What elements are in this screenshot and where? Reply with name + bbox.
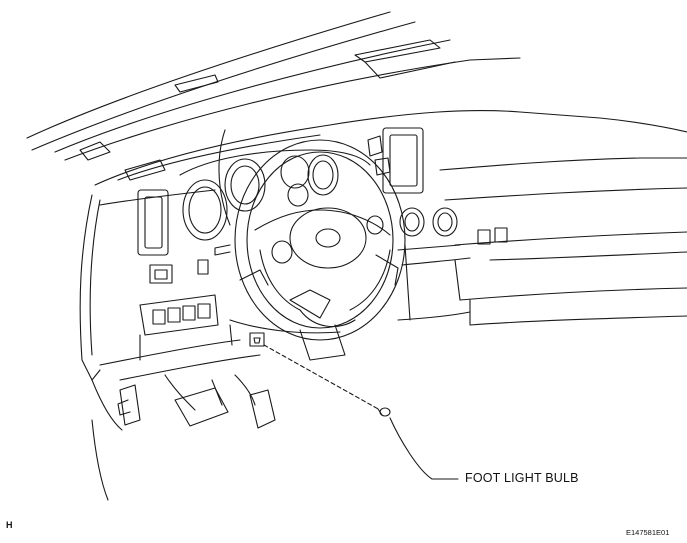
center-stack <box>367 127 508 321</box>
dashboard-body <box>94 109 687 326</box>
instrument-cluster <box>179 149 371 241</box>
foot-light-bulb-icon <box>377 407 391 417</box>
dashboard-top <box>26 11 521 161</box>
foot-light-bulb-label: FOOT LIGHT BULB <box>465 471 579 485</box>
callout-leader-line <box>389 417 459 480</box>
left-pillar <box>79 194 123 501</box>
figure-code: E147581E01 <box>626 528 670 537</box>
leader-dashed-line <box>263 344 381 411</box>
left-vent <box>137 189 173 284</box>
steering-column <box>229 319 346 361</box>
pedals <box>117 374 276 429</box>
left-switch-panel <box>139 259 219 336</box>
foot-light-housing <box>249 332 265 347</box>
corner-mark: H <box>6 520 13 530</box>
steering-wheel <box>214 139 406 341</box>
lower-dash-trim <box>99 324 261 381</box>
